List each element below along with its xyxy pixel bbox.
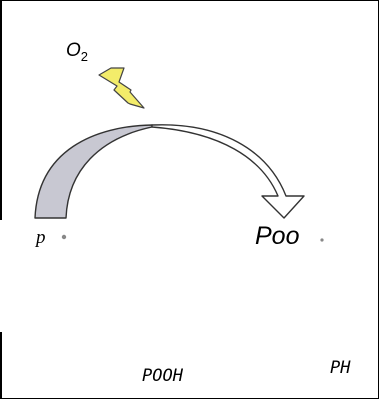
oxygen-label: O2 bbox=[66, 40, 89, 64]
start-species-label: p bbox=[36, 227, 46, 248]
arc-left-shaded bbox=[34, 124, 153, 219]
radical-dot-p bbox=[61, 234, 67, 240]
frame-top-border bbox=[0, 0, 379, 1]
peroxy-radical-label: Poo bbox=[255, 222, 300, 250]
oxygen-label-main: O bbox=[66, 40, 81, 61]
product-label: PH bbox=[330, 358, 351, 378]
hydroperoxide-label: POOH bbox=[142, 366, 183, 386]
lightning-bolt-icon bbox=[98, 67, 145, 109]
frame-left-border-lower bbox=[0, 332, 2, 399]
oxygen-label-subscript: 2 bbox=[80, 49, 89, 64]
arc-right-arrow bbox=[151, 124, 305, 219]
radical-dot-poo bbox=[320, 238, 324, 242]
frame-left-border-upper bbox=[0, 0, 2, 220]
